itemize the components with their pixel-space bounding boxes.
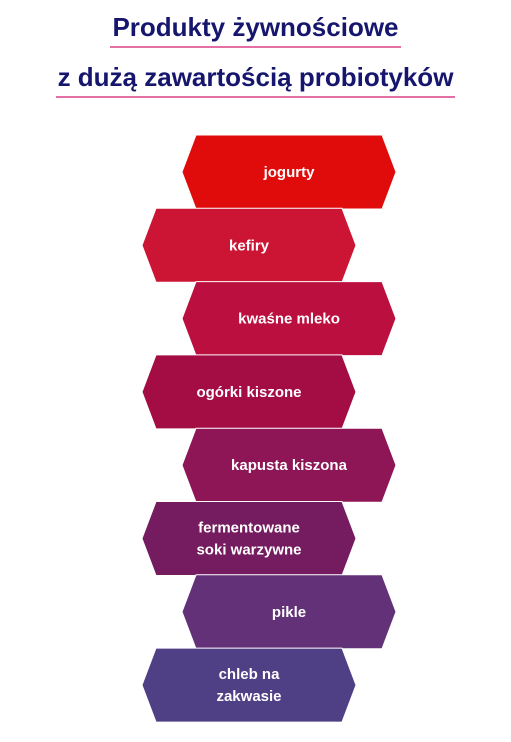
hex-label: kefiry	[229, 237, 270, 254]
hex-item: kapusta kiszona	[181, 427, 397, 503]
hex-label: pikle	[272, 604, 306, 621]
hex-shape	[181, 281, 397, 357]
hex-item: pikle	[181, 574, 397, 650]
hex-label: ogórki kiszone	[196, 384, 301, 401]
page-title: Produkty żywnościowe z dużą zawartością …	[0, 4, 511, 104]
hex-label: soki warzywne	[196, 542, 301, 559]
hex-shape	[181, 134, 397, 210]
hex-label: kapusta kiszona	[231, 457, 348, 474]
hex-shape	[181, 427, 397, 503]
hex-item: kwaśne mleko	[181, 281, 397, 357]
hex-item: ogórki kiszone	[141, 354, 357, 430]
hex-item: fermentowane soki warzywne	[141, 501, 357, 576]
hex-label: fermentowane	[198, 520, 300, 537]
hex-item: jogurty	[181, 134, 397, 210]
hex-label: chleb na	[219, 666, 281, 683]
hex-label: kwaśne mleko	[238, 311, 340, 328]
hex-label: jogurty	[263, 164, 315, 181]
hex-item: kefiry	[141, 207, 357, 283]
hex-item: chleb na zakwasie	[141, 647, 357, 723]
hex-shape	[141, 647, 357, 723]
title-line-1: Produkty żywnościowe	[110, 8, 401, 48]
hex-shape	[141, 501, 357, 576]
title-line-2: z dużą zawartością probiotyków	[55, 58, 456, 98]
hex-label: zakwasie	[216, 688, 281, 705]
hex-shape	[181, 574, 397, 650]
